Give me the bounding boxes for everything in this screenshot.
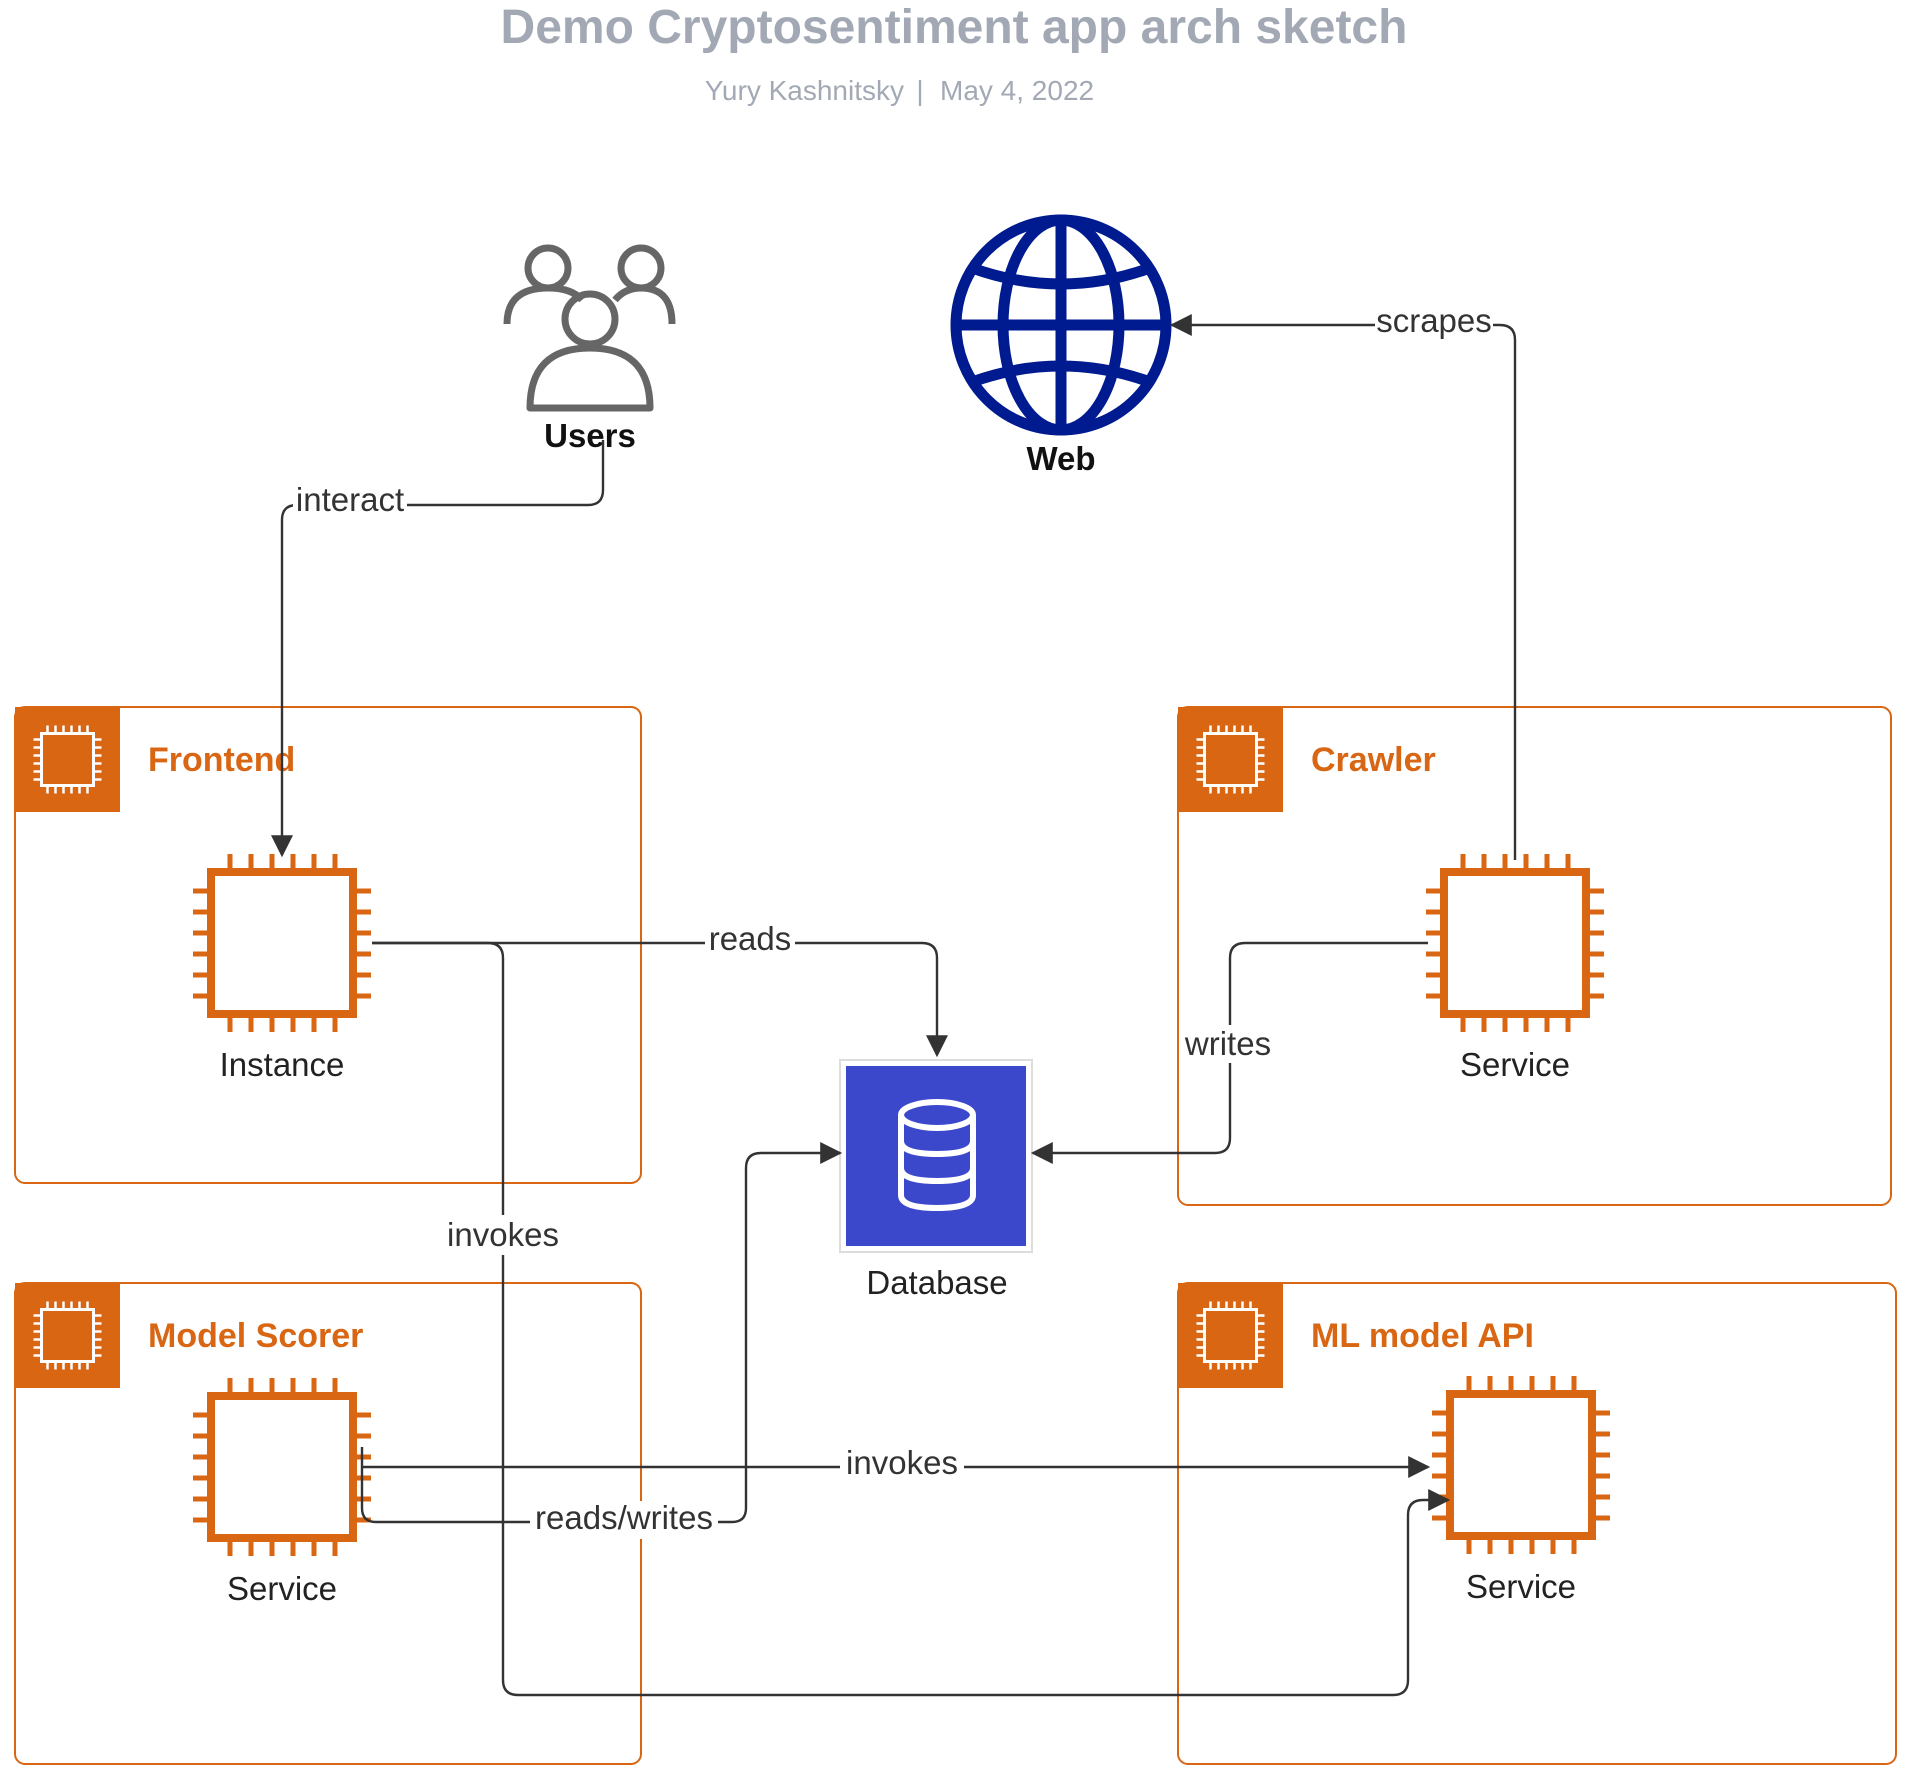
edge-label-reads-writes: reads/writes <box>535 1499 713 1536</box>
crawler-service-node[interactable]: Service <box>1426 854 1604 1083</box>
globe-icon <box>950 214 1172 436</box>
frontend-instance-node[interactable]: Instance <box>193 854 371 1083</box>
edge-scrapes[interactable] <box>1169 314 1517 860</box>
group-title-frontend: Frontend <box>148 741 295 779</box>
frontend-instance-label: Instance <box>220 1046 345 1083</box>
edge-label-invokes-frontend: invokes <box>447 1216 559 1253</box>
ec2-instance-icon <box>1432 1376 1610 1554</box>
subtitle-separator: | <box>916 75 923 106</box>
edge-label-invokes-scorer: invokes <box>846 1444 958 1481</box>
web-label: Web <box>1026 440 1095 477</box>
edge-interact[interactable] <box>271 440 605 858</box>
scorer-service-node[interactable]: Service <box>193 1378 371 1607</box>
crawler-service-label: Service <box>1460 1046 1570 1083</box>
edge-label-reads: reads <box>709 920 792 957</box>
group-title-model-scorer: Model Scorer <box>148 1317 363 1355</box>
edge-reads[interactable] <box>372 941 948 1058</box>
web-node[interactable]: Web <box>950 214 1172 477</box>
group-ml-api[interactable]: ML model API <box>1177 1282 1897 1765</box>
database-label: Database <box>866 1264 1007 1301</box>
ec2-instance-icon <box>1426 854 1604 1032</box>
edge-label-writes: writes <box>1184 1025 1271 1062</box>
document-date: May 4, 2022 <box>940 75 1094 106</box>
ml-api-service-label: Service <box>1466 1568 1576 1605</box>
ec2-chip-icon <box>15 707 120 812</box>
ec2-chip-icon <box>15 1283 120 1388</box>
page-title: Demo Cryptosentiment app arch sketch <box>501 1 1408 54</box>
group-title-crawler: Crawler <box>1311 741 1436 779</box>
scorer-service-label: Service <box>227 1570 337 1607</box>
ec2-instance-icon <box>193 1378 371 1556</box>
edge-label-scrapes: scrapes <box>1376 302 1492 339</box>
edges <box>271 314 1517 1697</box>
ec2-chip-icon <box>1178 707 1283 812</box>
ec2-instance-icon <box>193 854 371 1032</box>
edge-invokes-frontend[interactable] <box>372 941 1451 1697</box>
edge-label-interact: interact <box>296 481 404 518</box>
subtitle: Yury Kashnitsky | May 4, 2022 <box>705 75 1094 106</box>
group-model-scorer[interactable]: Model Scorer <box>14 1282 642 1765</box>
users-label: Users <box>544 417 636 454</box>
users-icon <box>503 244 676 412</box>
users-node[interactable]: Users <box>503 244 676 454</box>
group-crawler[interactable]: Crawler <box>1177 706 1892 1206</box>
ml-api-service-node[interactable]: Service <box>1432 1376 1610 1605</box>
edge-labels: interact scrapes reads writes invokes in… <box>293 302 1493 1539</box>
author-name: Yury Kashnitsky <box>705 75 904 106</box>
group-frontend[interactable]: Frontend <box>14 706 642 1184</box>
ec2-chip-icon <box>1178 1283 1283 1388</box>
database-node[interactable]: Database <box>839 1059 1033 1301</box>
edge-reads-writes[interactable] <box>360 1142 843 1524</box>
group-title-ml-api: ML model API <box>1311 1317 1534 1355</box>
